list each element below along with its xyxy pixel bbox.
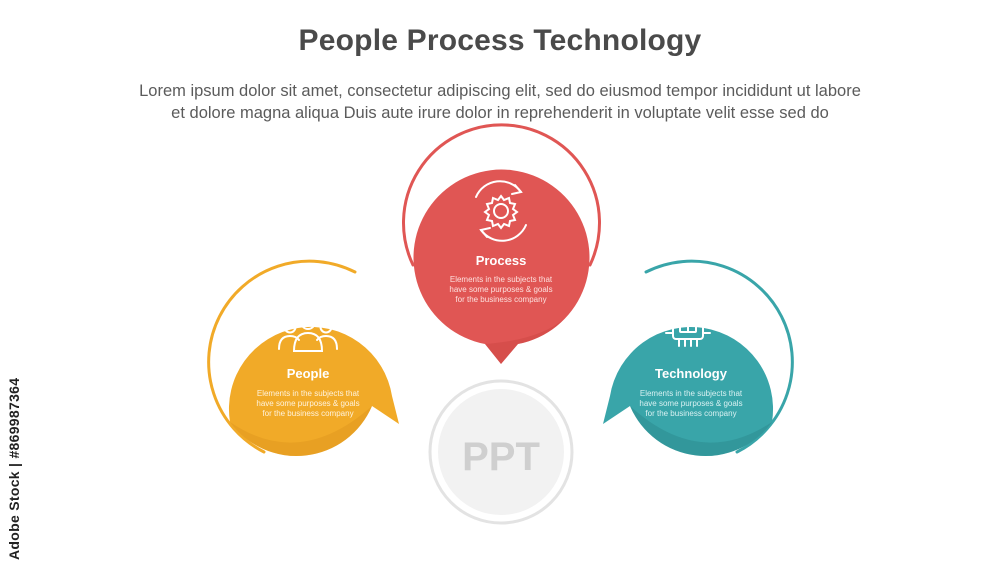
process-desc-line-3: for the business company <box>455 295 546 304</box>
technology-node: Technology Elements in the subjects that… <box>603 259 794 457</box>
center-node: PPT <box>428 379 574 525</box>
cpu-chip-icon <box>665 301 711 347</box>
technology-desc-line-1: Elements in the subjects that <box>640 389 743 398</box>
people-desc-line-1: Elements in the subjects that <box>257 389 360 398</box>
technology-desc-line-2: have some purposes & goals <box>639 399 742 408</box>
people-group-icon <box>278 288 338 352</box>
center-label: PPT <box>462 435 540 479</box>
process-outer-arc <box>402 123 601 267</box>
technology-bubble <box>603 326 774 457</box>
process-desc-line-1: Elements in the subjects that <box>450 275 553 284</box>
people-desc-line-3: for the business company <box>262 409 353 418</box>
people-bubble <box>228 326 399 457</box>
gear-cycle-icon <box>475 180 527 242</box>
technology-outer-arc <box>644 259 794 454</box>
people-title: People <box>287 366 330 381</box>
people-outer-arc <box>207 259 357 454</box>
process-node: Process Elements in the subjects that ha… <box>402 123 601 364</box>
subtitle-line-1: Lorem ipsum dolor sit amet, consectetur … <box>139 82 861 100</box>
page-title: People Process Technology <box>298 24 702 57</box>
process-bubble <box>413 169 590 364</box>
process-desc-line-2: have some purposes & goals <box>449 285 552 294</box>
page-subtitle: Lorem ipsum dolor sit amet, consectetur … <box>40 80 960 124</box>
people-node: People Elements in the subjects that hav… <box>207 259 399 457</box>
subtitle-line-2: et dolore magna aliqua Duis aute irure d… <box>171 104 829 122</box>
technology-desc-line-3: for the business company <box>645 409 736 418</box>
people-desc-line-2: have some purposes & goals <box>256 399 359 408</box>
process-title: Process <box>476 253 527 268</box>
center-circle <box>438 389 564 515</box>
technology-title: Technology <box>655 366 728 381</box>
